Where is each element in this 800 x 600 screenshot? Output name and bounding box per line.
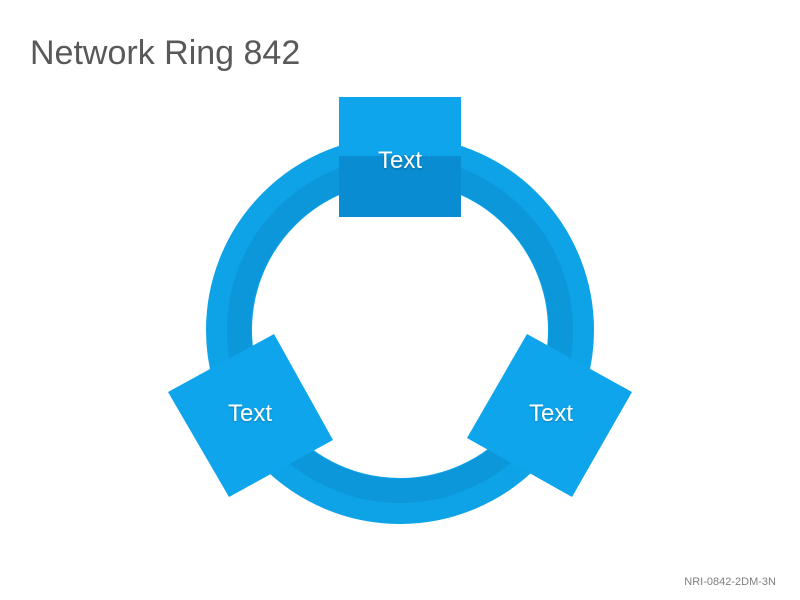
slide-title: Network Ring 842 <box>30 34 301 72</box>
node-bottom-right[interactable]: Text <box>467 334 632 497</box>
node-bottom-left[interactable]: Text <box>168 334 333 497</box>
node-top[interactable]: Text <box>339 97 461 217</box>
node-top-label: Text <box>378 147 422 174</box>
node-bottom-right-box <box>467 334 632 497</box>
node-bottom-right-label: Text <box>529 400 573 427</box>
slide-code: NRI-0842-2DM-3N <box>684 576 776 588</box>
node-top-overlap <box>339 156 461 217</box>
node-bottom-left-label: Text <box>228 400 272 427</box>
node-bottom-left-box <box>168 334 333 497</box>
